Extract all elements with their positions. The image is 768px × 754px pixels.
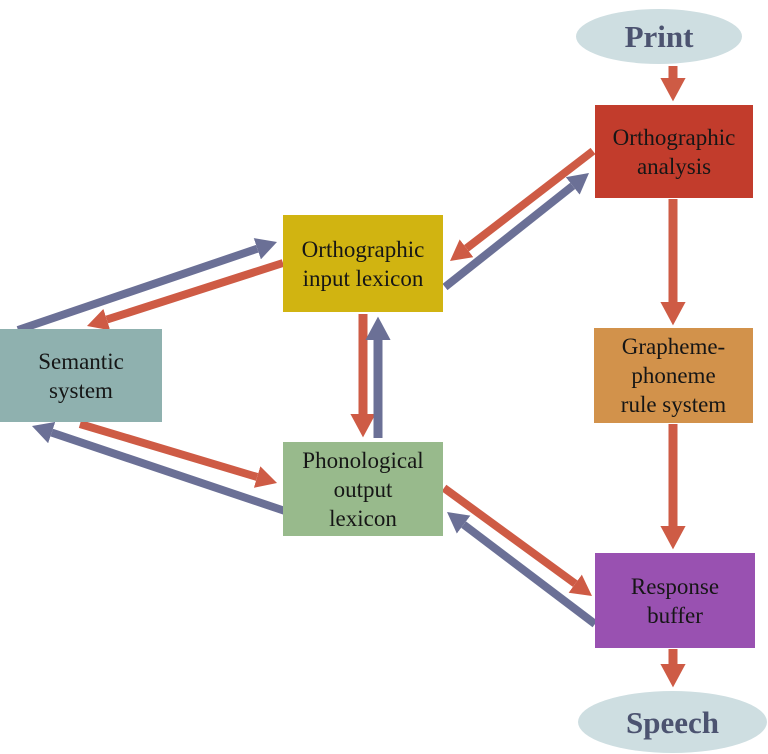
node-semantic-system: Semantic system <box>0 329 162 422</box>
orthographic-analysis-label-line-2: analysis <box>636 153 712 179</box>
orthographic-input-lexicon-label-line-2: input lexicon <box>302 265 424 291</box>
orthographic-analysis-label-line-1: Orthographic <box>612 124 736 150</box>
arrow-semantic-system-to-orthographic-input-lexicon <box>16 238 277 334</box>
phonological-output-lexicon-label-line-1: Phonological <box>302 447 424 473</box>
orthographic-input-lexicon-label-line-1: Orthographic <box>301 236 425 262</box>
grapheme-phoneme-label-line-2: phoneme <box>631 363 716 388</box>
arrow-orthographic-analysis-to-orthographic-input-lexicon <box>450 147 596 261</box>
node-response-buffer: Response buffer <box>595 553 755 648</box>
arrow-orthographic-input-lexicon-to-semantic-system <box>86 259 285 331</box>
arrow-orthographic-input-lexicon-to-orthographic-analysis <box>442 172 590 291</box>
arrow-phonological-output-lexicon-to-response-buffer <box>441 484 593 596</box>
response-buffer-label-line-1: Response <box>630 573 720 599</box>
grapheme-phoneme-label-line-1: Grapheme- <box>621 334 726 359</box>
response-buffer-label-line-2: buffer <box>647 602 703 628</box>
arrow-phonological-output-lexicon-to-semantic-system <box>31 421 287 515</box>
speech-label: Speech <box>626 704 719 740</box>
grapheme-phoneme-label-line-3: rule system <box>620 392 727 417</box>
node-speech: Speech <box>578 691 767 753</box>
print-label: Print <box>624 19 694 54</box>
arrow-semantic-system-to-phonological-output-lexicon <box>78 420 278 488</box>
node-print: Print <box>576 9 742 64</box>
node-phonological-output-lexicon: Phonological output lexicon <box>283 442 443 536</box>
phonological-output-lexicon-label-line-3: lexicon <box>329 505 397 531</box>
node-orthographic-analysis: Orthographic analysis <box>595 105 753 198</box>
semantic-system-label-line-2: system <box>49 377 113 403</box>
phonological-output-lexicon-label-line-2: output <box>333 476 393 502</box>
node-orthographic-input-lexicon: Orthographic input lexicon <box>283 215 443 312</box>
semantic-system-label-line-1: Semantic <box>38 348 124 374</box>
node-grapheme-phoneme-rule-system: Grapheme- phoneme rule system <box>594 328 753 423</box>
arrow-response-buffer-to-phonological-output-lexicon <box>447 512 598 628</box>
